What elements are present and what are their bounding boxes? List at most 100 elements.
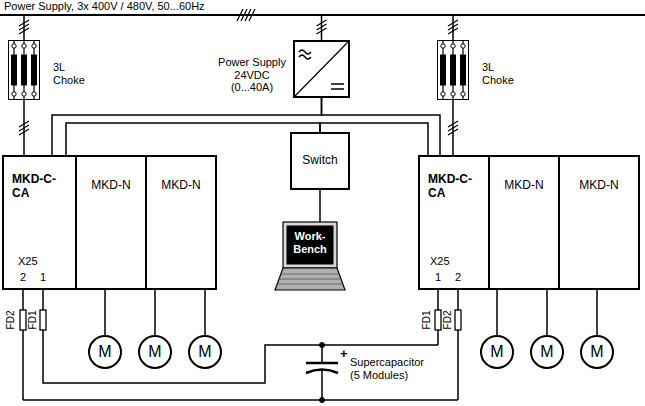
wire-connector [319,190,321,222]
motor-circle: M [188,335,222,369]
wire-connector [23,100,25,155]
junction-dot [320,343,325,348]
component-label: Supercapacitor (5 Modules) [350,356,434,381]
module-name: MKD-N [91,179,130,193]
choke-terminal [22,44,26,48]
fuse-label: FD2 [443,311,453,330]
motor-outline [481,336,513,368]
choke-core [12,55,17,85]
module-name: MKD-N [579,179,618,193]
motor-circle: M [480,335,514,369]
wire-connector [322,98,441,155]
choke-box: 3L Choke [8,40,40,100]
choke-terminal [461,92,465,96]
motor-outline [531,336,563,368]
motor-circle: M [138,335,172,369]
connector-name: X25 [430,255,450,268]
choke-core [22,55,27,85]
choke-core [451,55,456,85]
wire-connector [596,290,598,335]
dc-symbol [331,84,344,89]
three-phase-mark [448,20,458,34]
laptop-screen-text: Work- Bench [287,230,333,255]
choke-terminal [441,92,445,96]
power-supply-label: Power Supply 24VDC (0...40A) [215,56,289,94]
module-name: MKD-N [504,179,543,193]
choke-terminal [32,44,36,48]
motor-symbol: M [148,343,161,361]
motor-outline [139,336,171,368]
junction-dot [320,398,325,403]
choke-terminal [451,92,455,96]
wire-connector [104,290,106,335]
choke-label: 3L Choke [482,61,522,86]
capacitor-plate [306,362,338,365]
motor-circle: M [580,335,614,369]
supply-label: Power Supply, 3x 400V / 480V, 50...60Hz [4,0,205,13]
motor-outline [581,336,613,368]
switch-box: Switch [290,132,350,190]
three-phase-mark [237,9,255,21]
laptop-base [275,268,345,290]
converter-diagonal [295,42,348,96]
laptop: Work- Bench [275,222,345,290]
drive-module: MKD-N [145,155,217,290]
drive-module: MKD-C- CA X25 12 [418,155,490,290]
module-name: MKD-C- CA [428,173,482,201]
three-phase-mark [19,20,29,34]
wire-connector [52,98,322,155]
motor-outline [189,336,221,368]
fuse-symbol [435,310,441,330]
pin-number: 1 [38,271,48,284]
three-phase-mark [317,20,327,34]
fuse-symbol [20,310,26,330]
switch-label: Switch [302,154,337,168]
laptop-keys [277,274,343,284]
motor-symbol: M [540,343,553,361]
wire-connector [66,123,320,155]
capacitor-plate [306,370,338,374]
motor-symbol: M [198,343,211,361]
choke-terminal [22,92,26,96]
choke-terminal [32,92,36,96]
motor-symbol: M [98,343,111,361]
power-supply-box: Power Supply 24VDC (0...40A) [293,40,350,98]
motor-circle: M [530,335,564,369]
choke-terminal [461,44,465,48]
wire-connector [496,290,498,335]
motor-outline [89,336,121,368]
polarity-mark: + [340,347,348,360]
motor-symbol: M [490,343,503,361]
laptop-screen [287,226,333,264]
drive-module: MKD-N [488,155,560,290]
fuse-label: FD1 [422,311,432,330]
module-name: MKD-N [161,179,200,193]
motor-circle: M [88,335,122,369]
ac-symbol [299,50,311,59]
wire-connector [154,290,156,335]
mains-bus [0,14,645,16]
choke-terminal [451,44,455,48]
fuse-symbol [455,310,461,330]
motor-symbol: M [590,343,603,361]
wire-connector [452,100,454,155]
laptop-lid [283,222,337,268]
pin-number: 2 [453,271,463,284]
connector-name: X25 [18,255,38,268]
wire-connector [320,123,428,155]
choke-terminal [441,44,445,48]
drive-module: MKD-N [558,155,640,290]
choke-terminal [12,92,16,96]
fuse-label: FD1 [28,311,38,330]
capacitor-lead [321,345,323,400]
pin-number: 1 [433,271,443,284]
fuse-symbol [40,310,46,330]
choke-core [461,55,466,85]
drive-module: MKD-C- CAX2521 [2,155,77,290]
wire-connector [546,290,548,335]
choke-label: 3L Choke [53,61,93,86]
drive-module: MKD-N [75,155,147,290]
choke-core [32,55,37,85]
